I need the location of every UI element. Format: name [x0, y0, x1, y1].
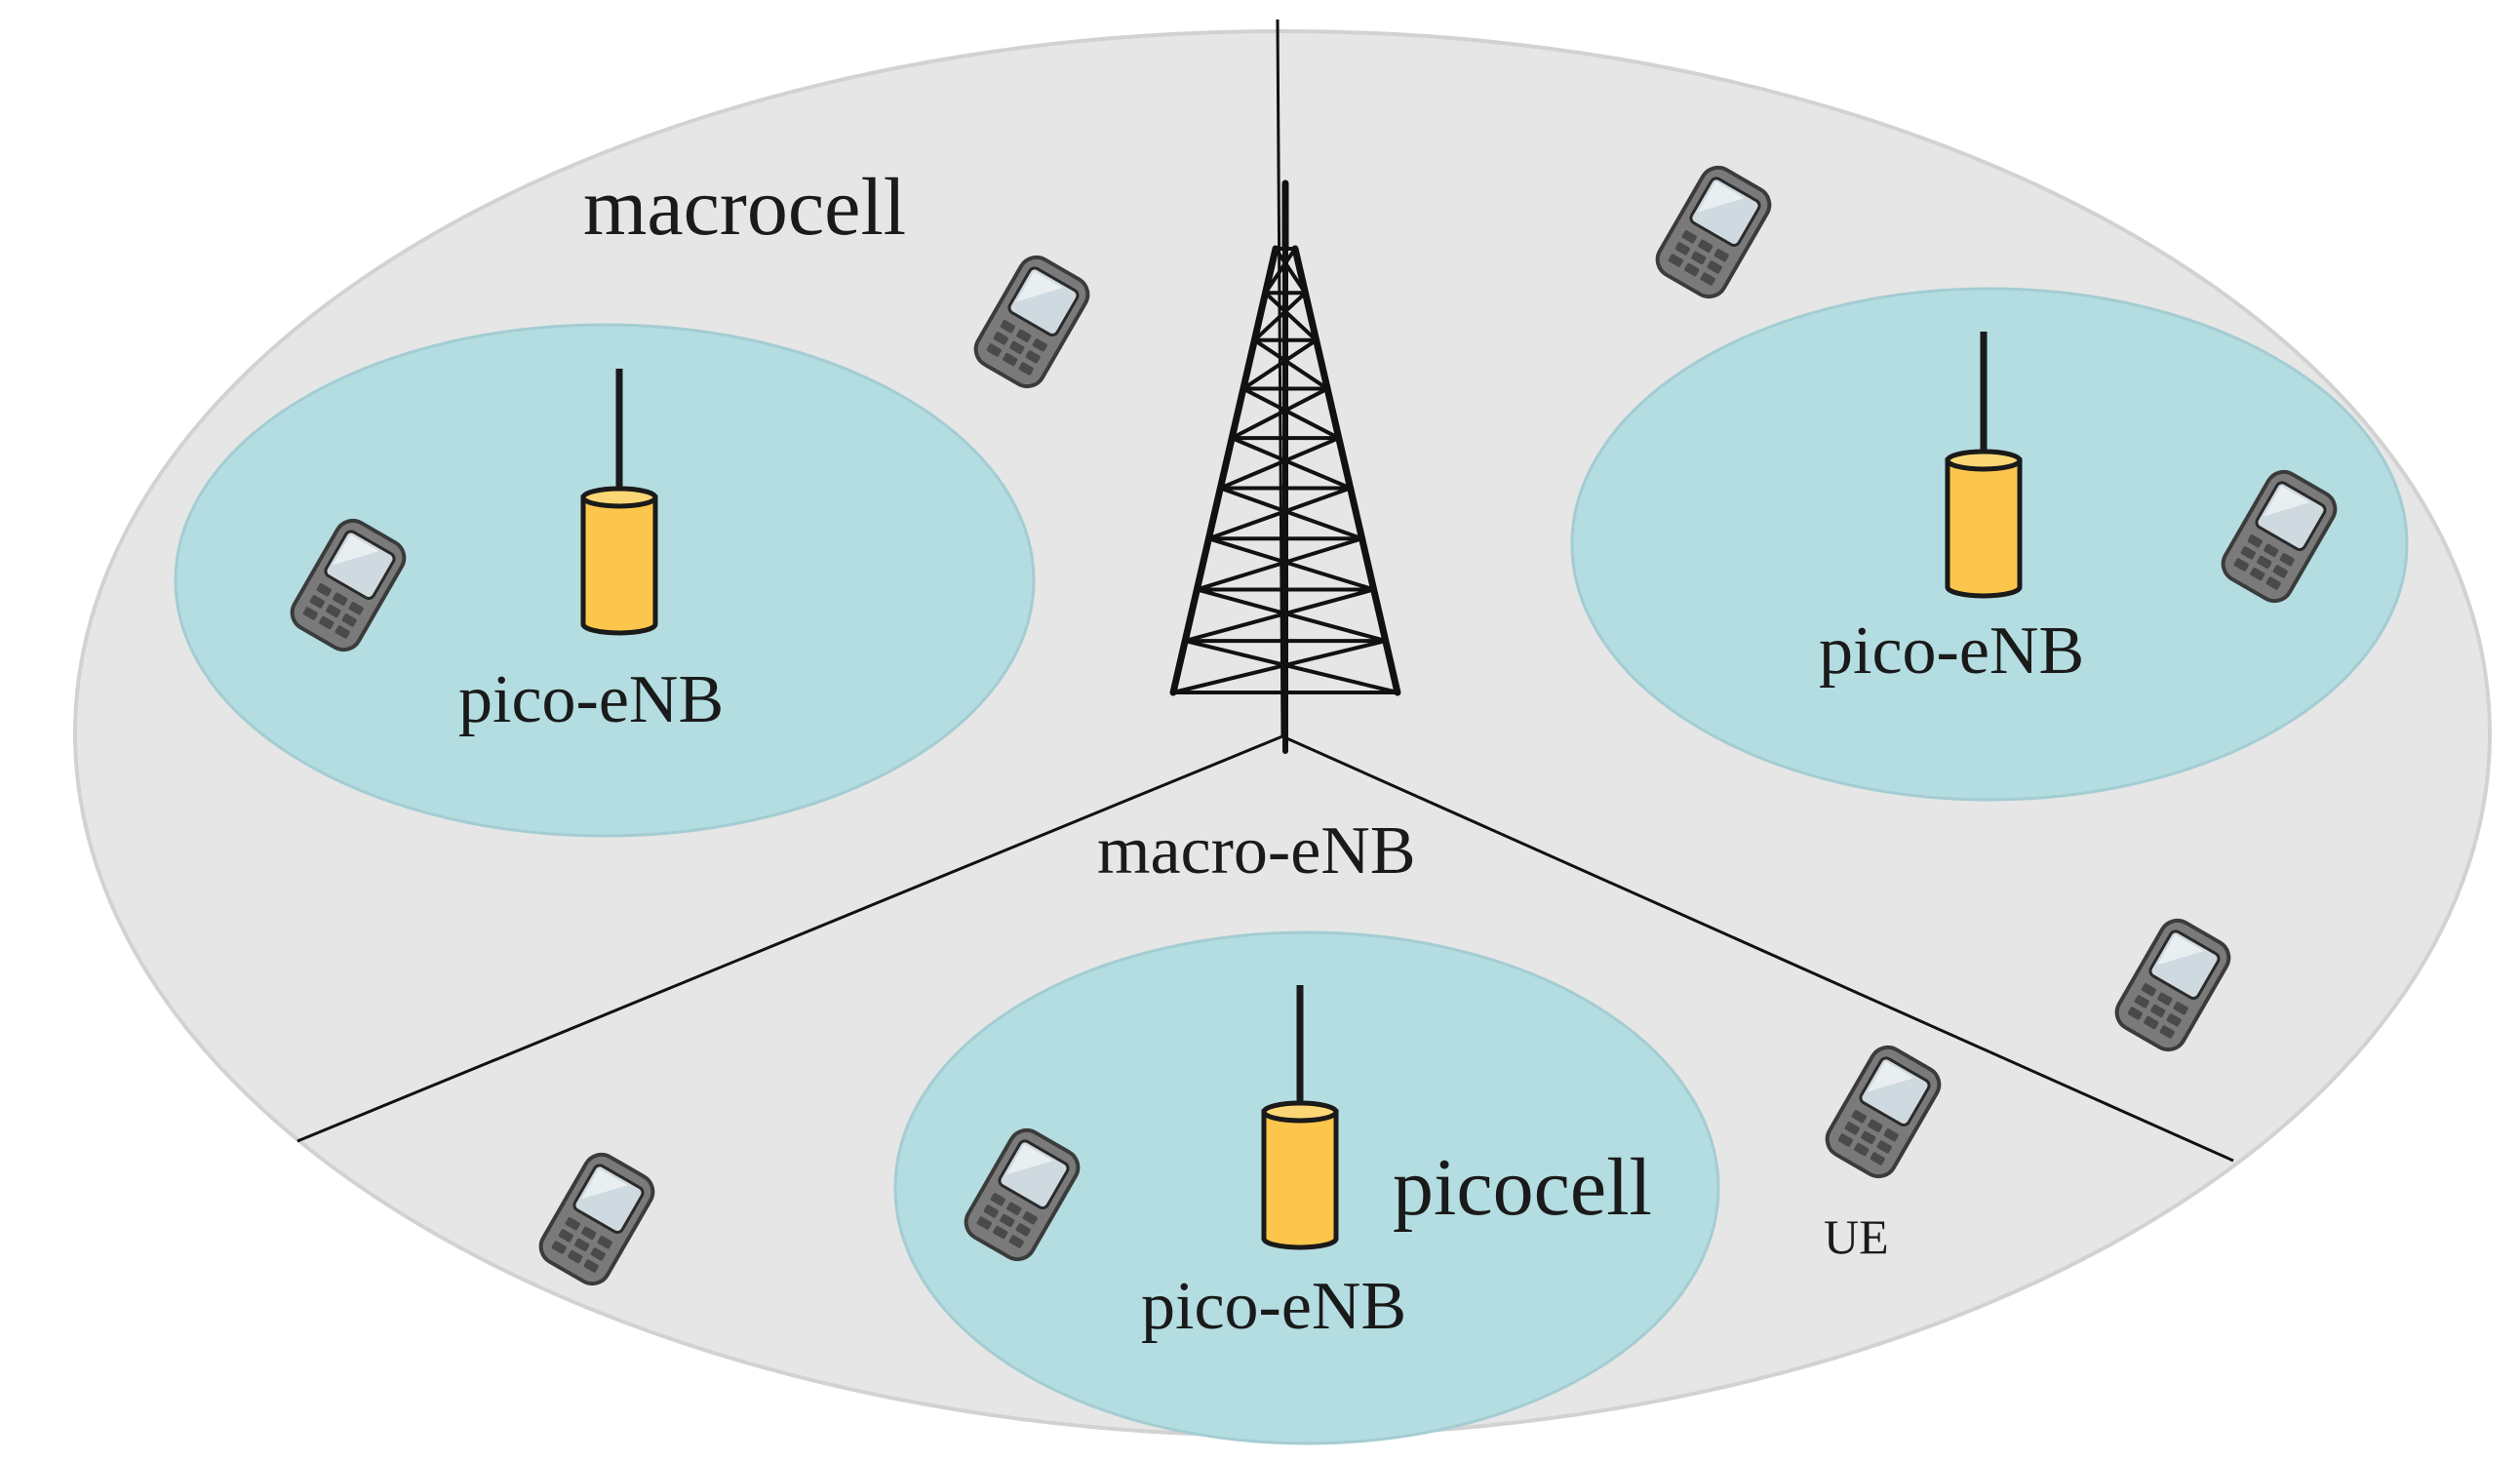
mobile-phone-icon — [973, 255, 1090, 389]
sector-line-top — [1276, 19, 1284, 737]
mobile-phone-icon — [1825, 1045, 1942, 1179]
pico-enb-label-right: pico-eNB — [1819, 613, 2084, 689]
pico-enb-icon-right — [1945, 332, 2023, 599]
mobile-phone-icon — [2221, 469, 2338, 604]
sector-line-left — [296, 734, 1283, 1143]
mobile-phone-icon — [964, 1127, 1081, 1262]
pico-enb-icon-left — [580, 369, 658, 636]
mobile-phone-icon — [2114, 918, 2231, 1052]
sector-line-right — [1281, 734, 2234, 1163]
pico-enb-icon-bottom — [1261, 985, 1339, 1250]
macro-enb-label: macro-eNB — [1097, 813, 1416, 889]
ue-devices — [290, 165, 2338, 1286]
mobile-phone-icon — [538, 1152, 655, 1286]
mobile-phone-icon — [1655, 165, 1772, 299]
tower-icon — [1169, 179, 1401, 754]
sector-boundaries — [296, 19, 2234, 1163]
mobile-phone-icon — [290, 518, 407, 652]
pico-enb-label-left: pico-eNB — [458, 662, 724, 737]
ue-label: UE — [1824, 1209, 1889, 1264]
macrocell-label: macrocell — [583, 162, 906, 253]
picocell-label: picocell — [1393, 1142, 1652, 1233]
pico-enb-label-bottom: pico-eNB — [1141, 1269, 1406, 1344]
